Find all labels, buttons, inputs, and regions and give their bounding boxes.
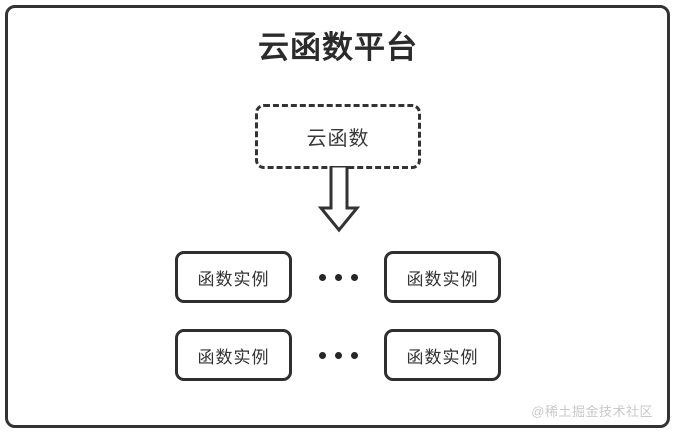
function-instance-label: 函数实例	[197, 347, 270, 367]
ellipsis-icon	[292, 351, 384, 359]
page-title: 云函数平台	[258, 30, 418, 65]
instance-row: 函数实例 函数实例	[0, 251, 676, 303]
function-instance-label: 函数实例	[197, 269, 270, 289]
ellipsis-dot	[350, 351, 358, 359]
watermark: @稀土掘金技术社区	[531, 404, 653, 419]
instance-row: 函数实例 函数实例	[0, 329, 676, 381]
cloud-function-node: 云函数	[255, 104, 421, 169]
function-instance-box: 函数实例	[175, 251, 292, 303]
ellipsis-dot	[350, 273, 358, 281]
function-instance-box: 函数实例	[384, 329, 501, 381]
ellipsis-dot	[318, 273, 326, 281]
cloud-function-label: 云函数	[306, 128, 370, 150]
ellipsis-dot	[334, 351, 342, 359]
ellipsis-dot	[318, 351, 326, 359]
ellipsis-dot	[334, 273, 342, 281]
function-instance-box: 函数实例	[384, 251, 501, 303]
function-instance-label: 函数实例	[406, 269, 479, 289]
down-arrow-icon	[317, 164, 361, 234]
function-instance-label: 函数实例	[406, 347, 479, 367]
function-instance-box: 函数实例	[175, 329, 292, 381]
ellipsis-icon	[292, 273, 384, 281]
